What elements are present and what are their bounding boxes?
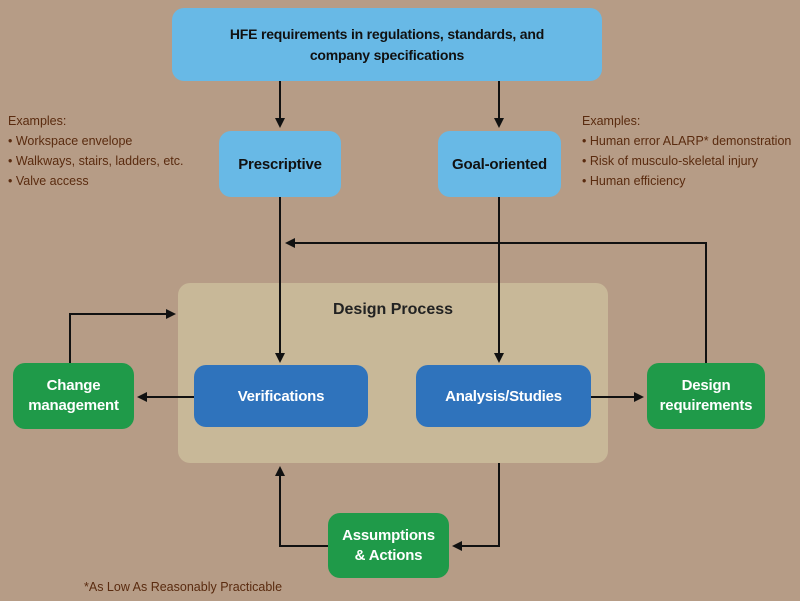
- examples-right-item: Human error ALARP* demonstration: [582, 131, 791, 151]
- footnote: *As Low As Reasonably Practicable: [84, 580, 283, 594]
- goal-oriented-node: Goal-oriented: [438, 131, 561, 197]
- examples-right-heading: Examples:: [582, 114, 641, 128]
- analysis-studies-node: Analysis/Studies: [416, 365, 591, 427]
- hfe-requirements-label: HFE requirements in regulations, standar…: [229, 25, 545, 63]
- examples-left-item: Workspace envelope: [8, 131, 184, 151]
- examples-right-list: Human error ALARP* demonstration Risk of…: [582, 131, 791, 191]
- change-management-label: Change management: [28, 377, 119, 414]
- change-management-node: Change management: [13, 363, 134, 429]
- arrow-change-management-to-design-process: [69, 309, 176, 363]
- examples-left-item: Valve access: [8, 171, 184, 191]
- design-requirements-label: Design requirements: [659, 377, 753, 414]
- examples-right-item: Risk of musculo-skeletal injury: [582, 151, 791, 171]
- assumptions-actions-node: Assumptions & Actions: [328, 513, 449, 578]
- verifications-label: Verifications: [237, 387, 325, 405]
- design-process-title: Design Process: [332, 301, 454, 318]
- verifications-node: Verifications: [194, 365, 368, 427]
- design-requirements-node: Design requirements: [647, 363, 765, 429]
- analysis-studies-label: Analysis/Studies: [445, 387, 562, 405]
- examples-left: Examples: Workspace envelope Walkways, s…: [8, 111, 184, 191]
- arrow-analysis-to-assumptions: [452, 463, 500, 551]
- assumptions-actions-label: Assumptions & Actions: [342, 526, 435, 564]
- prescriptive-label: Prescriptive: [238, 155, 322, 173]
- examples-left-item: Walkways, stairs, ladders, etc.: [8, 151, 184, 171]
- examples-right-item: Human efficiency: [582, 171, 791, 191]
- examples-left-heading: Examples:: [8, 114, 67, 128]
- prescriptive-node: Prescriptive: [219, 131, 341, 197]
- examples-right: Examples: Human error ALARP* demonstrati…: [582, 111, 791, 191]
- arrow-assumptions-to-design-process: [275, 466, 328, 547]
- goal-oriented-label: Goal-oriented: [452, 155, 547, 173]
- examples-left-list: Workspace envelope Walkways, stairs, lad…: [8, 131, 184, 191]
- hfe-requirements-node: HFE requirements in regulations, standar…: [172, 8, 602, 81]
